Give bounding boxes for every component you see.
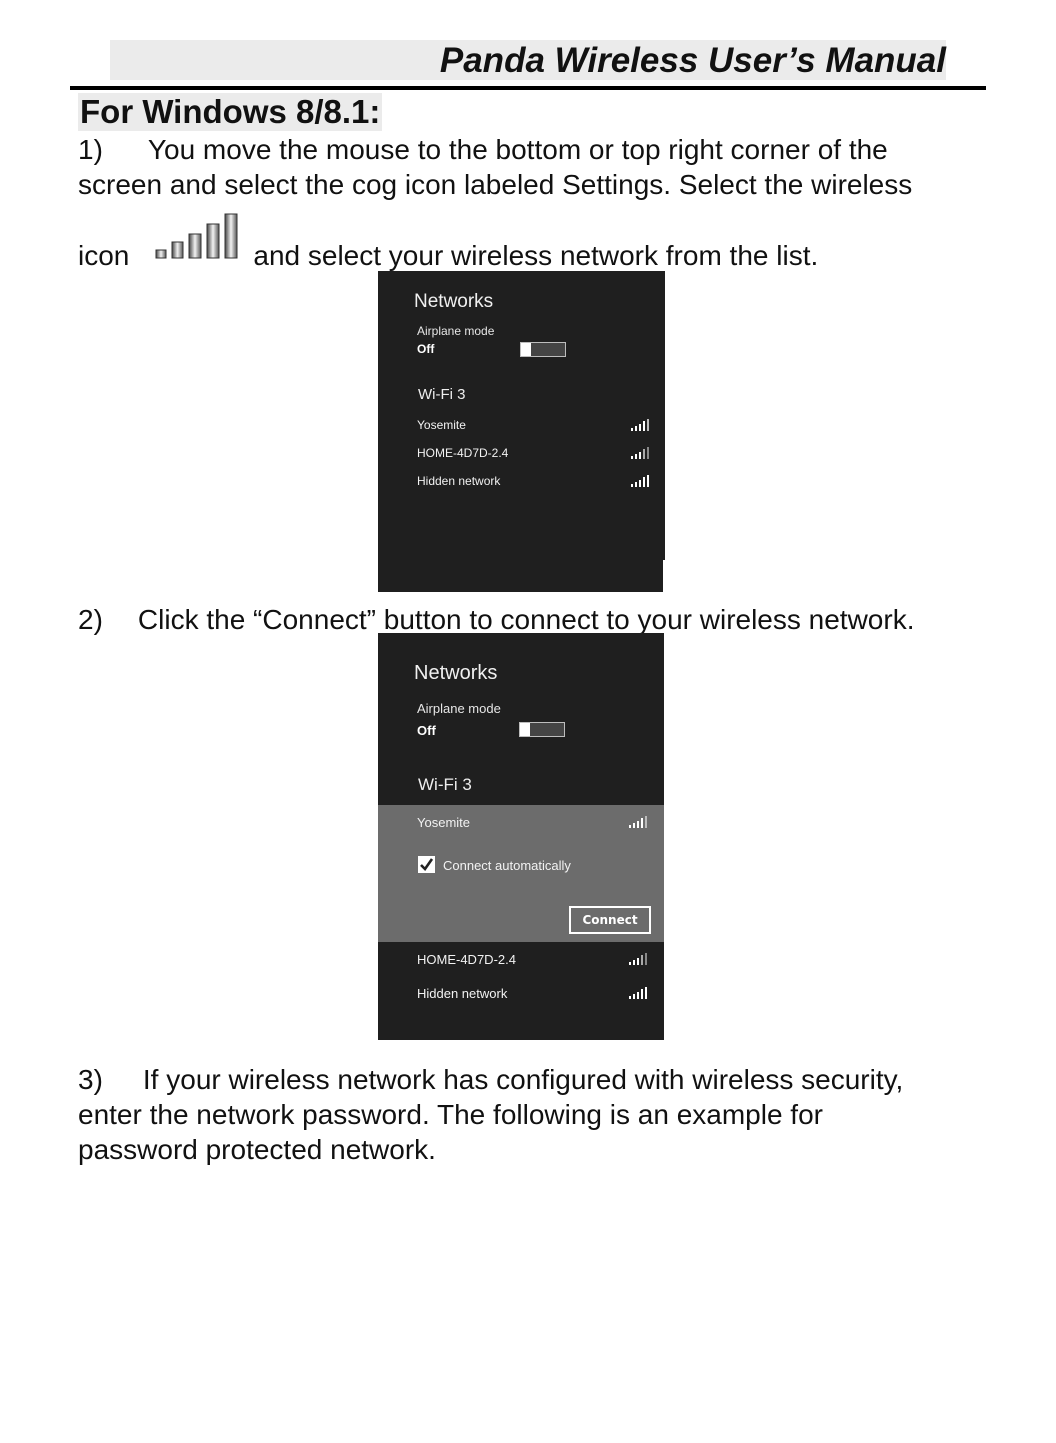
airplane-mode-state: Off [417, 342, 435, 356]
networks-title: Networks [414, 662, 498, 684]
airplane-mode-label: Airplane mode [417, 701, 501, 716]
network-item-yosemite[interactable]: Yosemite [417, 815, 470, 830]
airplane-mode-state: Off [417, 723, 436, 738]
step3-line1: 3) If your wireless network has configure… [78, 1062, 978, 1097]
step3-text-line2: enter the network password. The followin… [78, 1099, 823, 1130]
wifi-heading: Wi-Fi 3 [418, 386, 466, 403]
signal-strength-icon [631, 419, 649, 431]
airplane-mode-label: Airplane mode [417, 324, 495, 338]
signal-strength-icon [629, 987, 647, 999]
signal-strength-icon [631, 447, 649, 459]
network-item-home[interactable]: HOME-4D7D-2.4 [417, 952, 516, 967]
connect-button[interactable]: Connect [569, 906, 651, 934]
network-item-hidden[interactable]: Hidden network [417, 986, 508, 1001]
step1-text-after-icon: and select your wireless network from th… [253, 240, 819, 271]
connect-automatically-label: Connect automatically [443, 858, 571, 873]
signal-strength-icon [629, 953, 647, 965]
step2-text: Click the “Connect” button to connect to… [137, 604, 915, 635]
step2-number: 2) [78, 604, 103, 635]
step2-line: 2) Click the “Connect” button to connect … [78, 602, 978, 637]
airplane-mode-toggle[interactable] [519, 722, 565, 737]
networks-title: Networks [414, 291, 494, 312]
airplane-mode-toggle[interactable] [520, 342, 566, 357]
step3-text-line1: If your wireless network has configured … [142, 1064, 904, 1095]
wifi-heading: Wi-Fi 3 [418, 775, 472, 794]
step1-text-before-icon: icon [78, 240, 130, 271]
signal-strength-icon [629, 816, 647, 828]
network-item-yosemite[interactable]: Yosemite [417, 418, 466, 432]
networks-panel-1: Networks Airplane mode Off Wi-Fi 3 Yosem… [378, 271, 665, 592]
header-band [110, 40, 946, 80]
signal-strength-icon [631, 475, 649, 487]
step3-number: 3) [78, 1064, 103, 1095]
network-item-home[interactable]: HOME-4D7D-2.4 [417, 446, 509, 460]
step1-number: 1) [78, 134, 103, 165]
step1-line3: icon and select your wireless network fro… [78, 238, 978, 273]
step1-text-line1: You move the mouse to the bottom or top … [147, 134, 888, 165]
manual-title: Panda Wireless User’s Manual [439, 41, 946, 80]
wifi-signal-icon [155, 213, 238, 259]
step1-text-line2: screen and select the cog icon labeled S… [78, 169, 913, 200]
networks-panel-2: Networks Airplane mode Off Wi-Fi 3 Yosem… [378, 633, 664, 1040]
step1-line1: 1) You move the mouse to the bottom or to… [78, 132, 978, 167]
section-title: For Windows 8/8.1: [78, 93, 383, 131]
connect-automatically-checkbox[interactable] [418, 856, 435, 873]
step3-text-line3: password protected network. [78, 1134, 436, 1165]
header-divider [70, 86, 986, 90]
network-item-hidden[interactable]: Hidden network [417, 474, 501, 488]
